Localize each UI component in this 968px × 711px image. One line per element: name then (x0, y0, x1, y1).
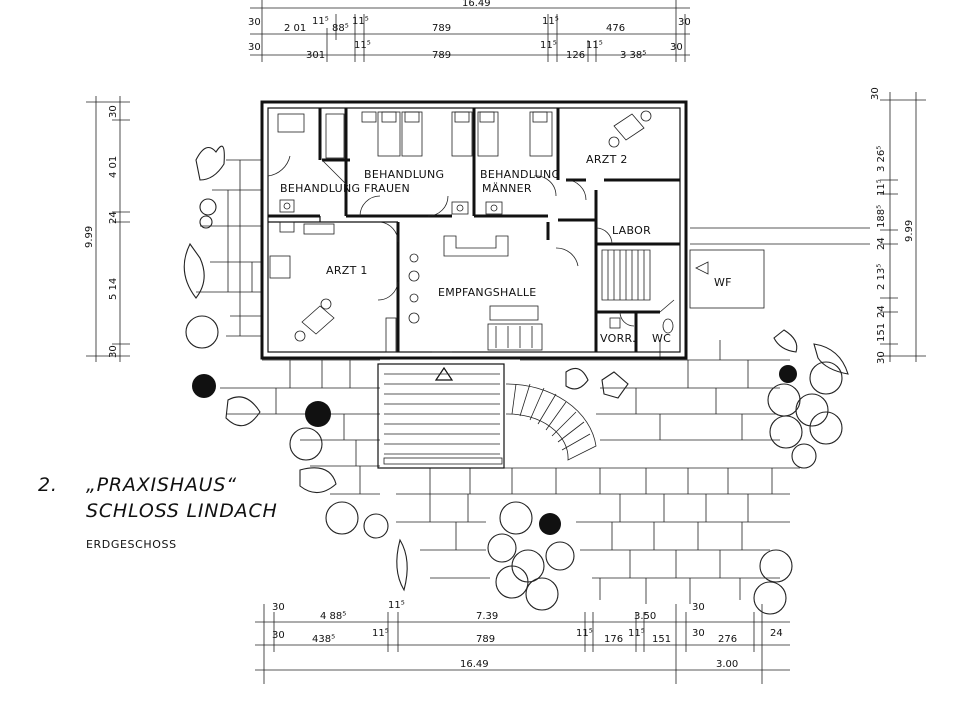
svg-text:30: 30 (692, 628, 705, 639)
bottom-dimension-chains: 30 4 88⁵ 11⁵ 7.39 3.50 30 30 438⁵ 11⁵ 78… (255, 600, 790, 684)
paving-right (396, 227, 870, 604)
svg-text:30: 30 (248, 17, 261, 28)
title-block: 2. „PRAXISHAUS“ SCHLOSS LINDACH ERDGESCH… (38, 474, 278, 551)
room-arzt-2: ARZT 2 (586, 153, 628, 166)
svg-text:30: 30 (248, 42, 261, 53)
svg-text:30: 30 (272, 630, 285, 641)
room-behandlung-frauen-1: BEHANDLUNG (364, 168, 444, 181)
top-total-dim: 16.49 (462, 0, 491, 9)
svg-text:789: 789 (432, 50, 451, 61)
room-labels: BEHANDLUNG BEHANDLUNG FRAUEN BEHANDLUNG … (280, 153, 732, 345)
svg-text:3.50: 3.50 (634, 611, 656, 622)
drawing-title-line1: „PRAXISHAUS“ (86, 474, 237, 496)
svg-text:30: 30 (670, 42, 683, 53)
room-behandlung-maenner-1: BEHANDLUNG (480, 168, 560, 181)
svg-text:2 01: 2 01 (284, 23, 306, 34)
svg-text:789: 789 (476, 634, 495, 645)
svg-text:88⁵: 88⁵ (332, 23, 349, 34)
svg-text:126: 126 (566, 50, 585, 61)
svg-text:11⁵: 11⁵ (352, 16, 369, 27)
svg-text:30: 30 (870, 87, 881, 100)
svg-text:30: 30 (692, 602, 705, 613)
svg-text:30: 30 (108, 345, 119, 358)
svg-text:3.00: 3.00 (716, 659, 738, 670)
door-swings (267, 150, 675, 327)
svg-text:11⁵: 11⁵ (542, 16, 559, 27)
svg-text:24: 24 (770, 628, 783, 639)
svg-text:11⁵: 11⁵ (628, 628, 645, 639)
svg-text:476: 476 (606, 23, 625, 34)
room-behandlung-frauen-2: FRAUEN (364, 182, 410, 195)
drawing-title-line2: SCHLOSS LINDACH (86, 500, 278, 522)
svg-text:2 13⁵: 2 13⁵ (876, 264, 887, 290)
front-steps (377, 363, 505, 469)
svg-text:4 88⁵: 4 88⁵ (320, 611, 346, 622)
svg-text:789: 789 (432, 23, 451, 34)
furniture (269, 110, 765, 353)
svg-text:9.99: 9.99 (84, 226, 95, 248)
svg-text:301: 301 (306, 50, 325, 61)
room-empfangshalle: EMPFANGSHALLE (438, 286, 537, 299)
svg-text:11⁵: 11⁵ (354, 40, 371, 51)
room-labor: LABOR (612, 224, 651, 237)
svg-text:24: 24 (108, 211, 119, 224)
svg-text:4 01: 4 01 (108, 156, 119, 178)
svg-text:11⁵: 11⁵ (876, 179, 887, 196)
svg-text:151: 151 (876, 323, 887, 342)
svg-text:11⁵: 11⁵ (576, 628, 593, 639)
drawing-number: 2. (38, 474, 58, 496)
room-arzt-1: ARZT 1 (326, 264, 368, 277)
dark-shrubs (192, 365, 797, 535)
svg-text:3 38⁵: 3 38⁵ (620, 50, 646, 61)
svg-text:9.99: 9.99 (904, 220, 915, 242)
svg-text:11⁵: 11⁵ (312, 16, 329, 27)
spiral-stair (505, 383, 597, 461)
building-walls (260, 100, 688, 360)
svg-text:30: 30 (108, 105, 119, 118)
svg-text:30: 30 (678, 17, 691, 28)
svg-text:276: 276 (718, 634, 737, 645)
svg-text:176: 176 (604, 634, 623, 645)
svg-text:30: 30 (876, 351, 887, 364)
svg-text:151: 151 (652, 634, 671, 645)
svg-text:3 26⁵: 3 26⁵ (876, 146, 887, 172)
svg-text:438⁵: 438⁵ (312, 634, 335, 645)
svg-text:188⁵: 188⁵ (876, 205, 887, 228)
svg-text:5 14: 5 14 (108, 278, 119, 300)
svg-text:30: 30 (272, 602, 285, 613)
left-dimension-chains: 30 4 01 24 5 14 30 9.99 (84, 96, 130, 362)
room-behandlung: BEHANDLUNG (280, 182, 360, 195)
paving-left (196, 159, 380, 495)
svg-text:24: 24 (876, 237, 887, 250)
room-wf: WF (714, 276, 732, 289)
room-vorr: VORR. (600, 332, 636, 345)
room-wc: WC (652, 332, 671, 345)
right-dimension-chains: 30 3 26⁵ 11⁵ 188⁵ 24 2 13⁵ 24 151 30 9.9… (870, 87, 926, 364)
svg-text:16.49: 16.49 (460, 659, 489, 670)
svg-text:24: 24 (876, 305, 887, 318)
svg-text:7.39: 7.39 (476, 611, 498, 622)
svg-text:11⁵: 11⁵ (540, 40, 557, 51)
svg-text:11⁵: 11⁵ (586, 40, 603, 51)
top-dimension-chains: 16.49 30 2 01 11⁵ 88⁵ 11⁵ 789 11⁵ 476 30… (248, 0, 691, 62)
svg-text:11⁵: 11⁵ (388, 600, 405, 611)
room-behandlung-maenner-2: MÄNNER (482, 182, 532, 195)
svg-text:11⁵: 11⁵ (372, 628, 389, 639)
drawing-floor: ERDGESCHOSS (86, 538, 177, 551)
trees (183, 145, 849, 615)
